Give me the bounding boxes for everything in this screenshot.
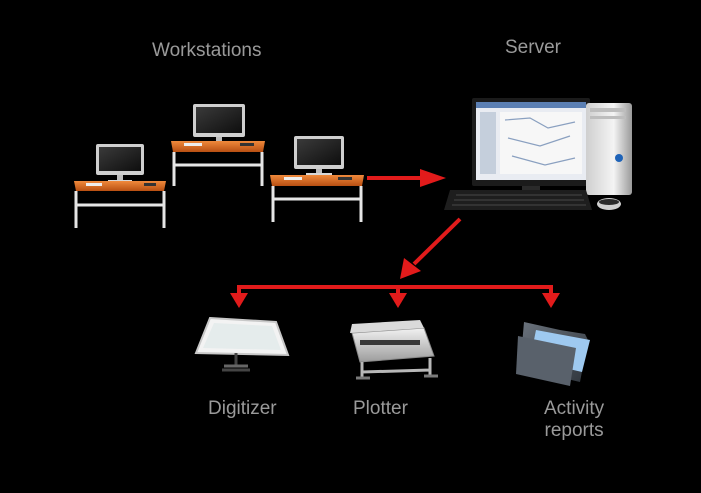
digitizer-label: Digitizer (208, 398, 277, 419)
plotter (350, 320, 438, 380)
server-label: Server (505, 37, 561, 58)
desktop-computer-icon (444, 98, 632, 210)
workstation-2 (171, 104, 265, 186)
digitizer (194, 316, 290, 372)
plotter-label: Plotter (353, 398, 408, 419)
server (444, 98, 632, 210)
desk-with-monitor-icon (171, 104, 265, 186)
workstations-label: Workstations (152, 40, 262, 61)
activity-reports-label-line2: reports (544, 420, 604, 441)
activity-reports-label: Activity reports (544, 398, 604, 442)
desk-with-monitor-icon (74, 144, 166, 228)
workstation-3 (270, 136, 364, 222)
folder-icon (516, 322, 590, 386)
desk-with-monitor-icon (270, 136, 364, 222)
arrow-workstations-to-server (367, 169, 446, 187)
distribution-arrows (230, 285, 560, 308)
activity-reports (516, 322, 590, 386)
activity-reports-label-line1: Activity (544, 398, 605, 419)
arrow-server-to-outputs (400, 217, 462, 279)
large-format-printer-icon (350, 320, 438, 380)
workstation-1 (74, 144, 166, 228)
digitizer-table-icon (194, 316, 290, 372)
